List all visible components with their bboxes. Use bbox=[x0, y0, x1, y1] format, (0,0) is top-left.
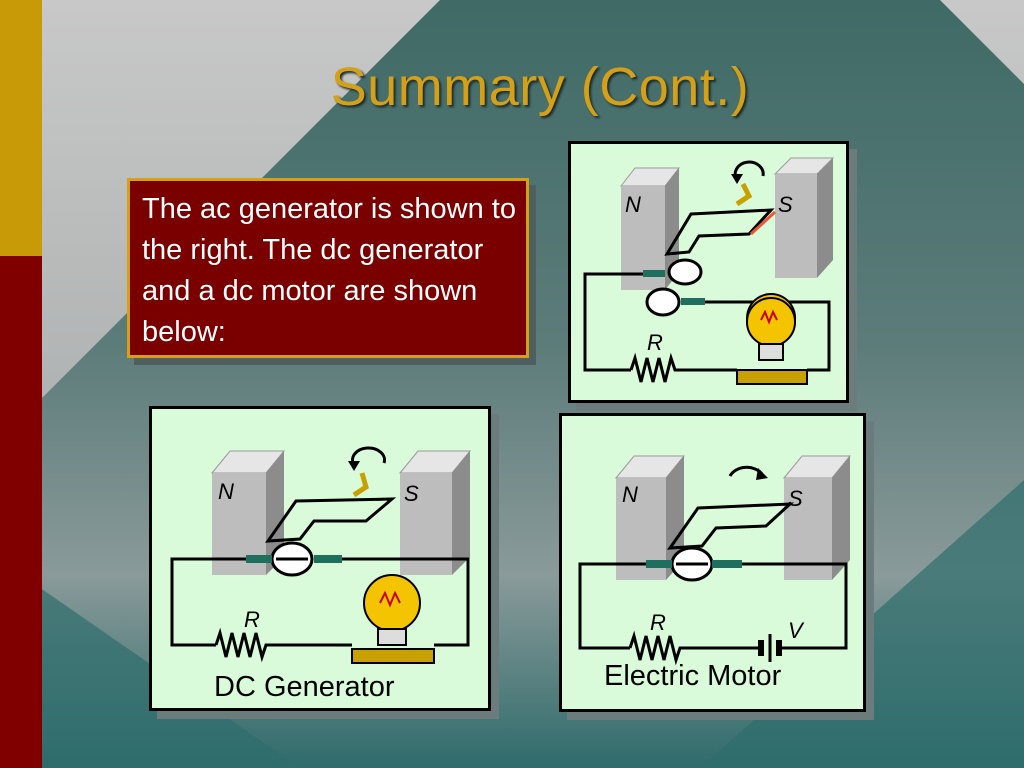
slip-ring-1 bbox=[667, 258, 703, 286]
summary-text: The ac generator is shown to the right. … bbox=[142, 193, 516, 348]
light-bulb-icon bbox=[351, 574, 435, 664]
resistor-label: R bbox=[650, 610, 666, 635]
dc-generator-caption: DC Generator bbox=[214, 671, 395, 703]
summary-text-box: The ac generator is shown to the right. … bbox=[127, 178, 529, 358]
ac-generator-diagram: N S R bbox=[583, 157, 835, 385]
south-label: S bbox=[788, 486, 803, 511]
resistor-label: R bbox=[647, 330, 663, 355]
coil-loop bbox=[664, 208, 775, 256]
light-bulb-icon bbox=[736, 293, 808, 385]
resistor-icon bbox=[629, 352, 737, 383]
left-bar-gold bbox=[0, 0, 42, 256]
electric-motor-panel: N S R V Electric Motor bbox=[559, 413, 866, 712]
north-label: N bbox=[622, 482, 638, 507]
resistor-label: R bbox=[244, 607, 260, 632]
north-label: N bbox=[218, 479, 234, 504]
resistor-icon bbox=[628, 630, 748, 666]
dc-generator-panel: N S R DC Generator bbox=[149, 406, 491, 711]
north-label: N bbox=[625, 192, 641, 217]
voltage-label: V bbox=[788, 618, 805, 643]
south-label: S bbox=[404, 481, 419, 506]
electric-motor-diagram: N S R V bbox=[578, 455, 852, 666]
left-bar-red bbox=[0, 256, 42, 768]
resistor-icon bbox=[214, 627, 352, 663]
brush-2 bbox=[314, 555, 342, 563]
brush-2 bbox=[681, 298, 705, 305]
brush-1 bbox=[646, 560, 672, 568]
south-label: S bbox=[778, 192, 793, 217]
slide-title: Summary (Cont.) bbox=[330, 57, 750, 117]
brush-1 bbox=[643, 270, 665, 277]
coil-loop bbox=[264, 497, 397, 543]
ac-generator-panel: N S R bbox=[568, 141, 849, 403]
rotation-arrow-icon bbox=[351, 446, 386, 466]
brush-2 bbox=[712, 560, 742, 568]
slip-ring-2 bbox=[645, 287, 681, 317]
dc-generator-diagram: N S R bbox=[170, 446, 472, 664]
coil-loop bbox=[666, 502, 795, 550]
battery-icon bbox=[748, 634, 802, 662]
electric-motor-caption: Electric Motor bbox=[604, 660, 782, 692]
brush-1 bbox=[246, 555, 272, 563]
